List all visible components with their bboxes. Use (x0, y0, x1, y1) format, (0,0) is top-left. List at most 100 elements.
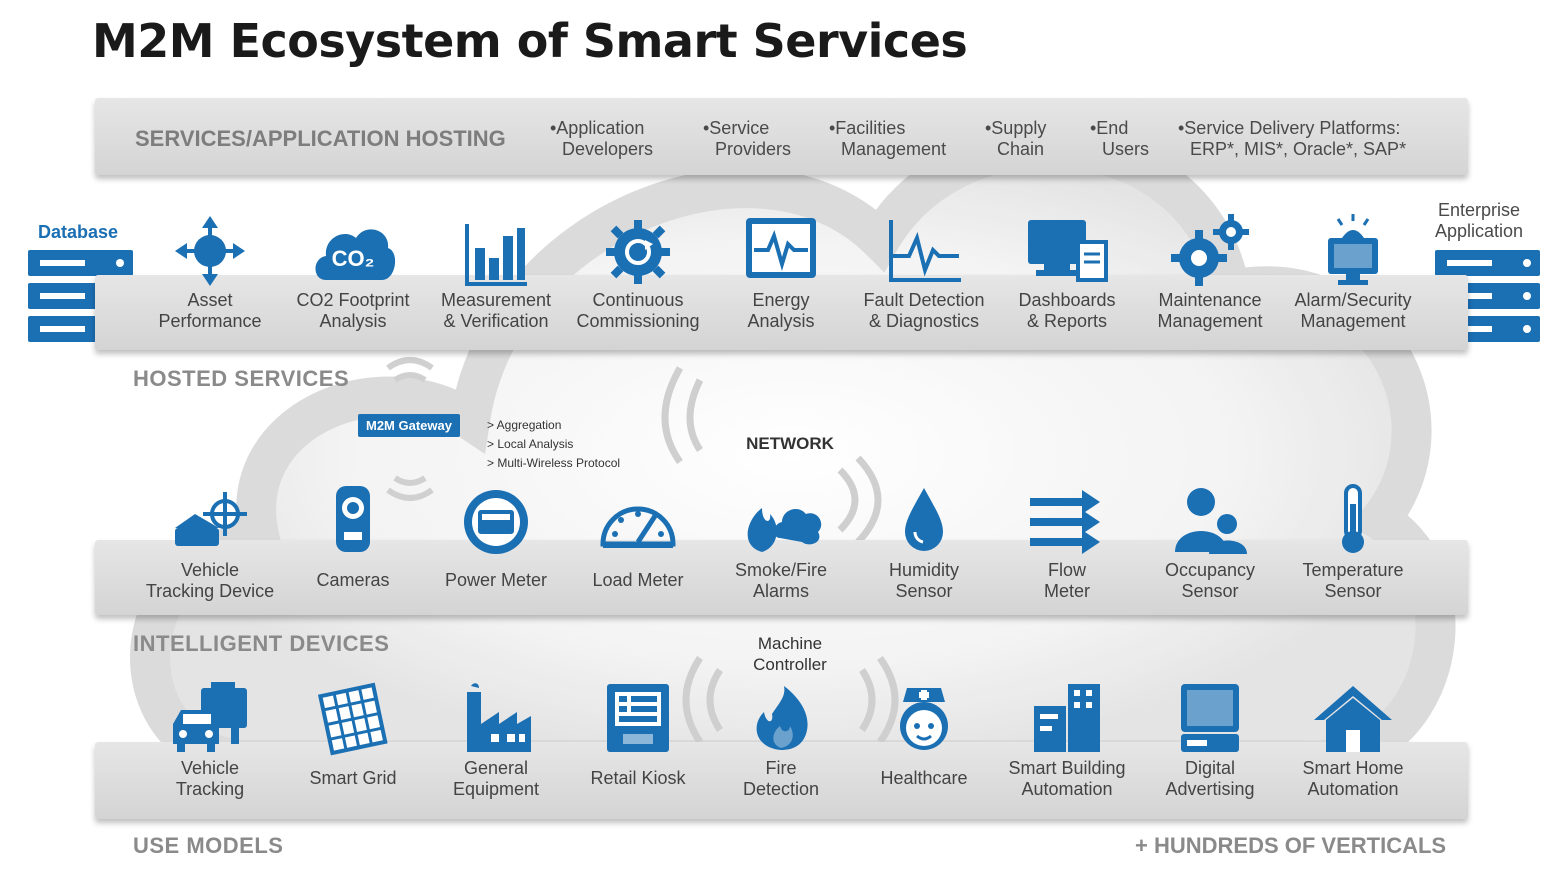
hosted-service-item-label: Asset Performance (158, 290, 262, 331)
intelligent-devices-label: INTELLIGENT DEVICES (133, 631, 390, 656)
page-title: M2M Ecosystem of Smart Services (92, 14, 968, 68)
svg-text:CO₂: CO₂ (332, 246, 375, 271)
hosting-item: •Service Delivery Platforms:ERP*, MIS*, … (1178, 118, 1407, 159)
intelligent-device-item: Load Meter (563, 478, 713, 591)
solar-grid-icon (303, 676, 403, 756)
hosting-band (95, 98, 1468, 175)
use-model-item-label: Digital Advertising (1165, 758, 1255, 799)
digital-sign-icon (1160, 676, 1260, 756)
gateway-feature: > Local Analysis (487, 437, 574, 451)
gateway-feature: > Multi-Wireless Protocol (487, 456, 621, 470)
use-model-item: Digital Advertising (1135, 676, 1285, 800)
use-model-item-label: Healthcare (880, 768, 968, 788)
hosting-label: SERVICES/APPLICATION HOSTING (135, 126, 506, 151)
hosted-service-item: Energy Analysis (706, 208, 856, 332)
alarm-monitor-icon (1303, 208, 1403, 288)
enterprise-label: Enterprise Application (1435, 200, 1524, 241)
intelligent-device-item: Temperature Sensor (1278, 478, 1428, 602)
hosted-service-item-label: Continuous Commissioning (576, 290, 700, 331)
hosted-service-item: Alarm/Security Management (1278, 208, 1428, 332)
intelligent-device-item-label: Cameras (316, 570, 390, 590)
m2m-gateway-badge: M2M Gateway (358, 414, 460, 437)
nurse-icon (874, 676, 974, 756)
intelligent-device-item: Cameras (278, 478, 428, 591)
dashboard-icon (1017, 208, 1117, 288)
network-label: NETWORK (746, 434, 834, 453)
asset-icon (160, 208, 260, 288)
gears-icon (1160, 208, 1260, 288)
intelligent-device-item: Smoke/Fire Alarms (706, 478, 856, 602)
use-model-item: Vehicle Tracking (135, 676, 285, 800)
tracking-device-icon (160, 478, 260, 558)
hosted-services-label: HOSTED SERVICES (133, 366, 350, 391)
droplet-icon (874, 478, 974, 558)
hosted-service-item: Fault Detection & Diagnostics (849, 208, 999, 332)
database-label: Database (38, 222, 119, 242)
use-model-item: Fire Detection (706, 676, 856, 800)
hosted-service-item-label: Alarm/Security Management (1294, 290, 1412, 331)
hosted-service-item-label: Dashboards & Reports (1018, 290, 1116, 331)
use-model-item: Retail Kiosk (563, 676, 713, 789)
hosted-service-item-label: Maintenance Management (1157, 290, 1263, 331)
hosted-service-item: Maintenance Management (1135, 208, 1285, 332)
intelligent-device-item-label: Vehicle Tracking Device (145, 560, 275, 601)
use-model-item-label: General Equipment (452, 758, 540, 799)
people-icon (1160, 478, 1260, 558)
intelligent-device-item: Power Meter (421, 478, 571, 591)
machine-controller-label: Machine Controller (753, 634, 827, 674)
hosted-service-item-label: Measurement & Verification (440, 290, 552, 331)
pulse-graph-icon (874, 208, 974, 288)
use-model-item-label: Smart Grid (309, 768, 397, 788)
hosted-service-item: Measurement & Verification (421, 208, 571, 332)
monitor-pulse-icon (731, 208, 831, 288)
use-model-item: Healthcare (849, 676, 999, 789)
gateway-feature: > Aggregation (487, 418, 562, 432)
buildings-icon (1017, 676, 1117, 756)
thermometer-icon (1303, 478, 1403, 558)
kiosk-icon (588, 676, 688, 756)
intelligent-device-item-label: Temperature Sensor (1302, 560, 1404, 601)
hundreds-of-verticals-label: + HUNDREDS OF VERTICALS (1135, 833, 1447, 858)
intelligent-device-item-label: Humidity Sensor (888, 560, 959, 601)
intelligent-device-item: Humidity Sensor (849, 478, 999, 602)
use-model-item: Smart Grid (278, 676, 428, 789)
gauge-icon (588, 478, 688, 558)
intelligent-device-item-label: Power Meter (444, 570, 548, 590)
hosted-service-item: Asset Performance (135, 208, 285, 332)
fire-icon (731, 676, 831, 756)
use-model-item-label: Fire Detection (742, 758, 820, 799)
co2-cloud-icon: CO₂ (303, 208, 403, 288)
home-icon (1303, 676, 1403, 756)
use-model-item: General Equipment (421, 676, 571, 800)
intelligent-device-item: Flow Meter (992, 478, 1142, 602)
gateway-feature-list: > Aggregation > Local Analysis > Multi-W… (487, 416, 620, 473)
use-model-item-label: Smart Home Automation (1302, 758, 1404, 799)
intelligent-device-item-label: Smoke/Fire Alarms (734, 560, 828, 601)
hosted-services-band (95, 275, 1468, 350)
use-models-label: USE MODELS (133, 833, 284, 858)
gear-refresh-icon (588, 208, 688, 288)
use-model-item-label: Smart Building Automation (1008, 758, 1126, 799)
use-models-band (95, 742, 1468, 819)
smoke-fire-icon (731, 478, 831, 558)
hosted-service-item-label: Energy Analysis (747, 290, 815, 331)
intelligent-device-item: Occupancy Sensor (1135, 478, 1285, 602)
intelligent-device-item-label: Load Meter (592, 570, 684, 590)
intelligent-device-item: Vehicle Tracking Device (135, 478, 285, 602)
bar-chart-icon (446, 208, 546, 288)
hosted-service-item-label: CO2 Footprint Analysis (296, 290, 410, 331)
use-model-item-label: Retail Kiosk (590, 768, 686, 788)
hosted-service-item: CO₂ CO2 Footprint Analysis (278, 208, 428, 332)
hosted-service-item: Dashboards & Reports (992, 208, 1142, 332)
intelligent-device-item-label: Occupancy Sensor (1164, 560, 1256, 601)
use-model-item: Smart Home Automation (1278, 676, 1428, 800)
factory-icon (446, 676, 546, 756)
use-model-item: Smart Building Automation (992, 676, 1142, 800)
flow-arrows-icon (1017, 478, 1117, 558)
hosted-service-item-label: Fault Detection & Diagnostics (863, 290, 985, 331)
